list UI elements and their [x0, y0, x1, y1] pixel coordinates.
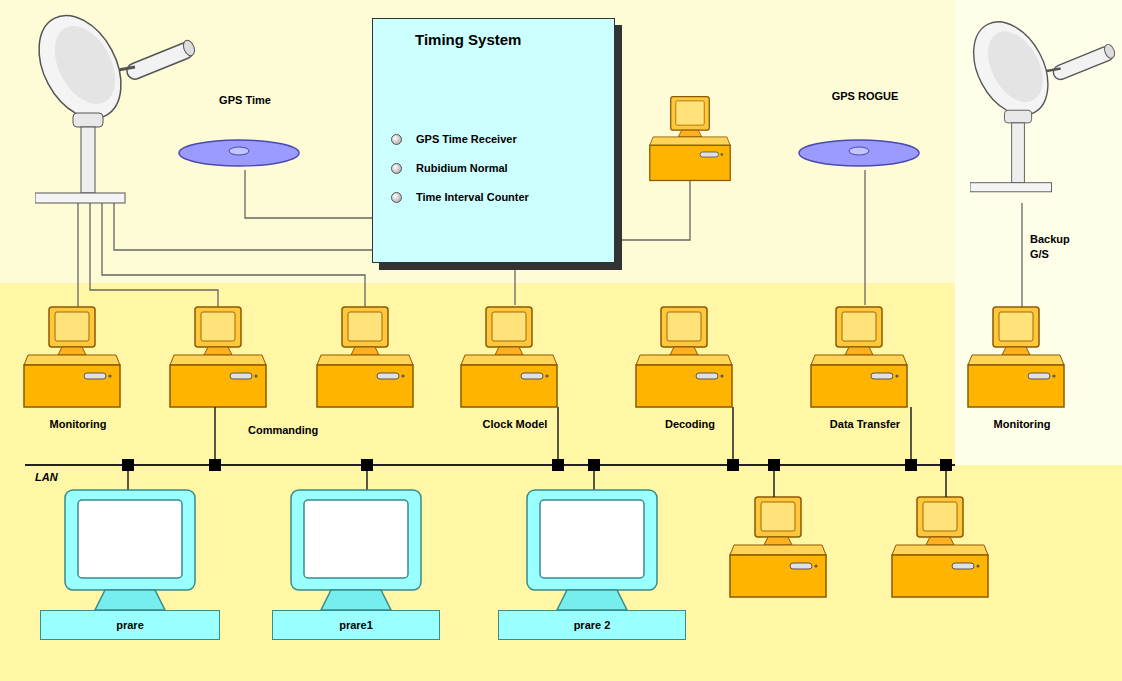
workstation: Monitoring [17, 305, 139, 440]
text-label: Commanding [248, 424, 318, 436]
box-title: Timing System [415, 31, 521, 48]
connector-line [514, 263, 515, 305]
bullet [391, 134, 402, 145]
disc-hub [229, 147, 249, 155]
disc-label: GPS ROGUE [794, 88, 936, 102]
connector-line [245, 170, 372, 218]
network-label: LAN [35, 471, 58, 483]
computer-label: Monitoring [961, 418, 1083, 430]
workstation: Clock Model [454, 305, 576, 440]
disc-body [179, 140, 299, 166]
computer-shape [968, 307, 1064, 407]
terminal-console: prare 2 [498, 610, 686, 640]
computer-icon [809, 305, 909, 410]
component-name: GPS Time Receiver [416, 133, 517, 145]
computer-icon [459, 305, 559, 410]
text-label: Backup G/S [1030, 232, 1090, 262]
disc-shape [794, 136, 924, 170]
connector-line [864, 170, 865, 305]
disc-label: GPS Time [174, 92, 316, 106]
disc-body [799, 140, 919, 166]
timing-system-box: Timing SystemGPS Time ReceiverRubidium N… [372, 18, 615, 263]
computer-label: Decoding [629, 418, 751, 430]
list-row: Time Interval Counter [391, 191, 529, 203]
workstation: Data Transfer [804, 305, 926, 440]
computer-shape [636, 307, 732, 407]
computer-shape [24, 307, 120, 407]
bullet [391, 163, 402, 174]
computer-icon [966, 305, 1066, 410]
computer-label: Data Transfer [804, 418, 926, 430]
disc-shape [174, 136, 304, 170]
workstation: Decoding [629, 305, 751, 440]
computer-icon [22, 305, 122, 410]
disc-hub [849, 147, 869, 155]
computer-label: Clock Model [454, 418, 576, 430]
workstation: Monitoring [961, 305, 1083, 440]
console-label: prare 2 [574, 619, 611, 631]
list-row: GPS Time Receiver [391, 133, 517, 145]
terminal-console: prare [40, 610, 220, 640]
connector [515, 263, 516, 305]
component-name: Time Interval Counter [416, 191, 529, 203]
list-row: Rubidium Normal [391, 162, 508, 174]
gps-receiver-disc: GPS Time [174, 92, 316, 170]
computer-icon [634, 305, 734, 410]
component-name: Rubidium Normal [416, 162, 508, 174]
gps-receiver-disc: GPS ROGUE [794, 88, 936, 170]
bullet [391, 192, 402, 203]
computer-shape [461, 307, 557, 407]
terminal-console: prare1 [272, 610, 440, 640]
connector [245, 170, 372, 218]
console-label: prare1 [339, 619, 373, 631]
console-label: prare [116, 619, 144, 631]
computer-label: Monitoring [17, 418, 139, 430]
connector [865, 170, 866, 305]
computer-shape [811, 307, 907, 407]
